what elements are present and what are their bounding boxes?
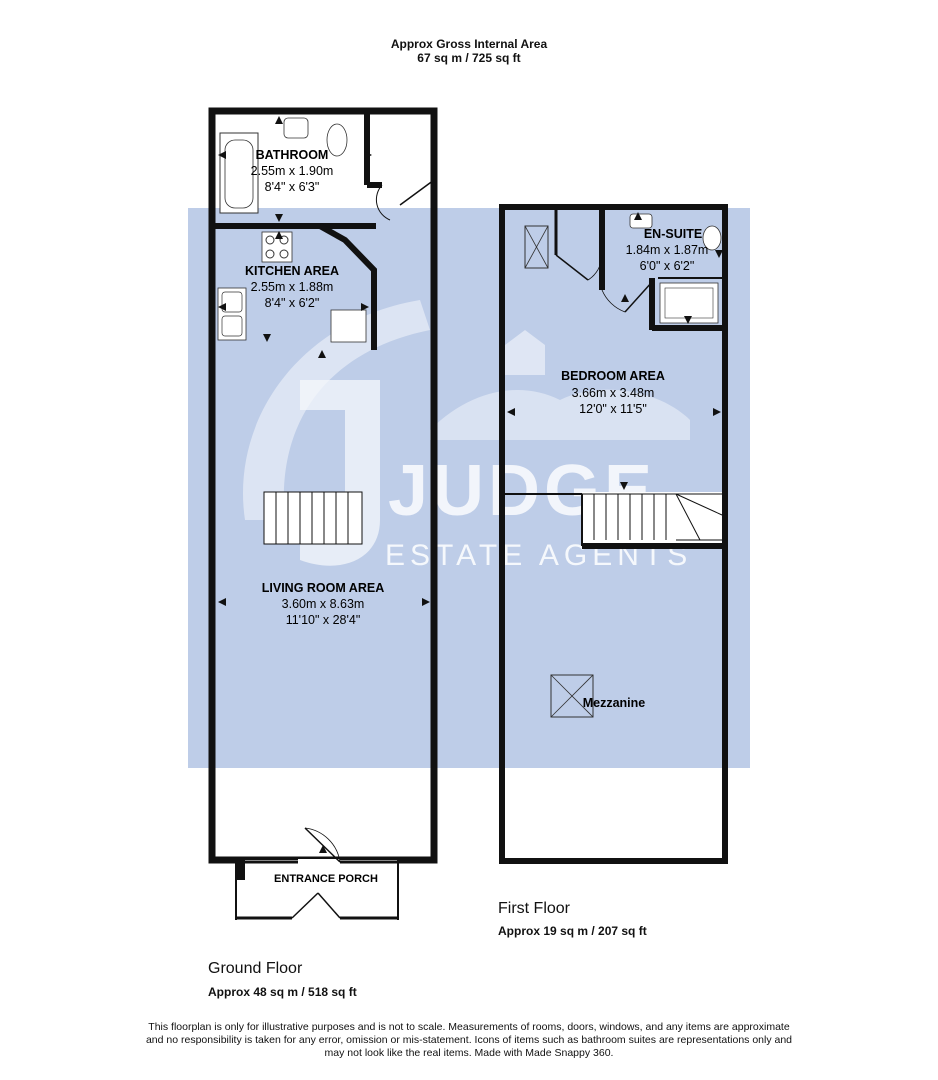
living-name: LIVING ROOM AREA — [262, 581, 384, 595]
toilet-icon — [326, 123, 348, 157]
watermark-background — [188, 208, 750, 768]
ground-floor-label: Ground Floor — [208, 960, 303, 977]
kitchen-imperial: 8'4" x 6'2" — [265, 296, 320, 310]
room-labels: BATHROOM 2.55m x 1.90m 8'4" x 6'3" KITCH… — [245, 148, 708, 885]
header-total-area: 67 sq m / 725 sq ft — [417, 51, 521, 65]
disclaimer-line-2: and no responsibility is taken for any e… — [145, 1034, 793, 1046]
disclaimer-line-3: may not look like the real items. Made w… — [324, 1047, 614, 1059]
skylight-icon — [524, 225, 549, 269]
watermark-logo — [242, 300, 690, 566]
entrance-door — [304, 827, 341, 863]
disclaimer-line-1: This floorplan is only for illustrative … — [148, 1021, 790, 1033]
ground-stairs — [263, 491, 363, 545]
first-floor-plan — [499, 204, 728, 864]
bedroom-imperial: 12'0" x 11'5" — [579, 402, 647, 416]
dimension-arrows — [218, 116, 430, 606]
kitchen-wall — [318, 223, 377, 350]
living-metric: 3.60m x 8.63m — [282, 597, 365, 611]
bathroom-imperial: 8'4" x 6'3" — [265, 180, 320, 194]
header-title: Approx Gross Internal Area — [390, 37, 548, 51]
bathroom-metric: 2.55m x 1.90m — [251, 164, 334, 178]
disclaimer: This floorplan is only for illustrative … — [100, 1021, 838, 1060]
sink-icon — [283, 117, 309, 139]
bathroom-name: BATHROOM — [256, 148, 329, 162]
bedroom-name: BEDROOM AREA — [561, 369, 665, 383]
first-floor-area: Approx 19 sq m / 207 sq ft — [498, 924, 647, 938]
first-floor-label: First Floor — [498, 900, 570, 917]
kitchen-metric: 2.55m x 1.88m — [251, 280, 334, 294]
porch-name: ENTRANCE PORCH — [274, 873, 378, 885]
kitchen-name: KITCHEN AREA — [245, 264, 339, 278]
kitchen-sink-icon — [217, 287, 247, 341]
living-imperial: 11'10" x 28'4" — [286, 613, 361, 627]
mezzanine-skylight-icon — [550, 674, 594, 718]
first-outer-wall — [499, 204, 728, 864]
ensuite-metric: 1.84m x 1.87m — [626, 243, 709, 257]
ground-floor-area: Approx 48 sq m / 518 sq ft — [208, 985, 357, 999]
mezzanine-name: Mezzanine — [583, 696, 646, 710]
first-stairs — [582, 493, 723, 541]
bedroom-metric: 3.66m x 3.48m — [572, 386, 655, 400]
ensuite-name: EN-SUITE — [644, 227, 702, 241]
porch-door — [291, 892, 319, 919]
ground-floor-plan — [208, 107, 438, 920]
appliance-icon — [330, 309, 367, 343]
ensuite-imperial: 6'0" x 6'2" — [640, 259, 695, 273]
